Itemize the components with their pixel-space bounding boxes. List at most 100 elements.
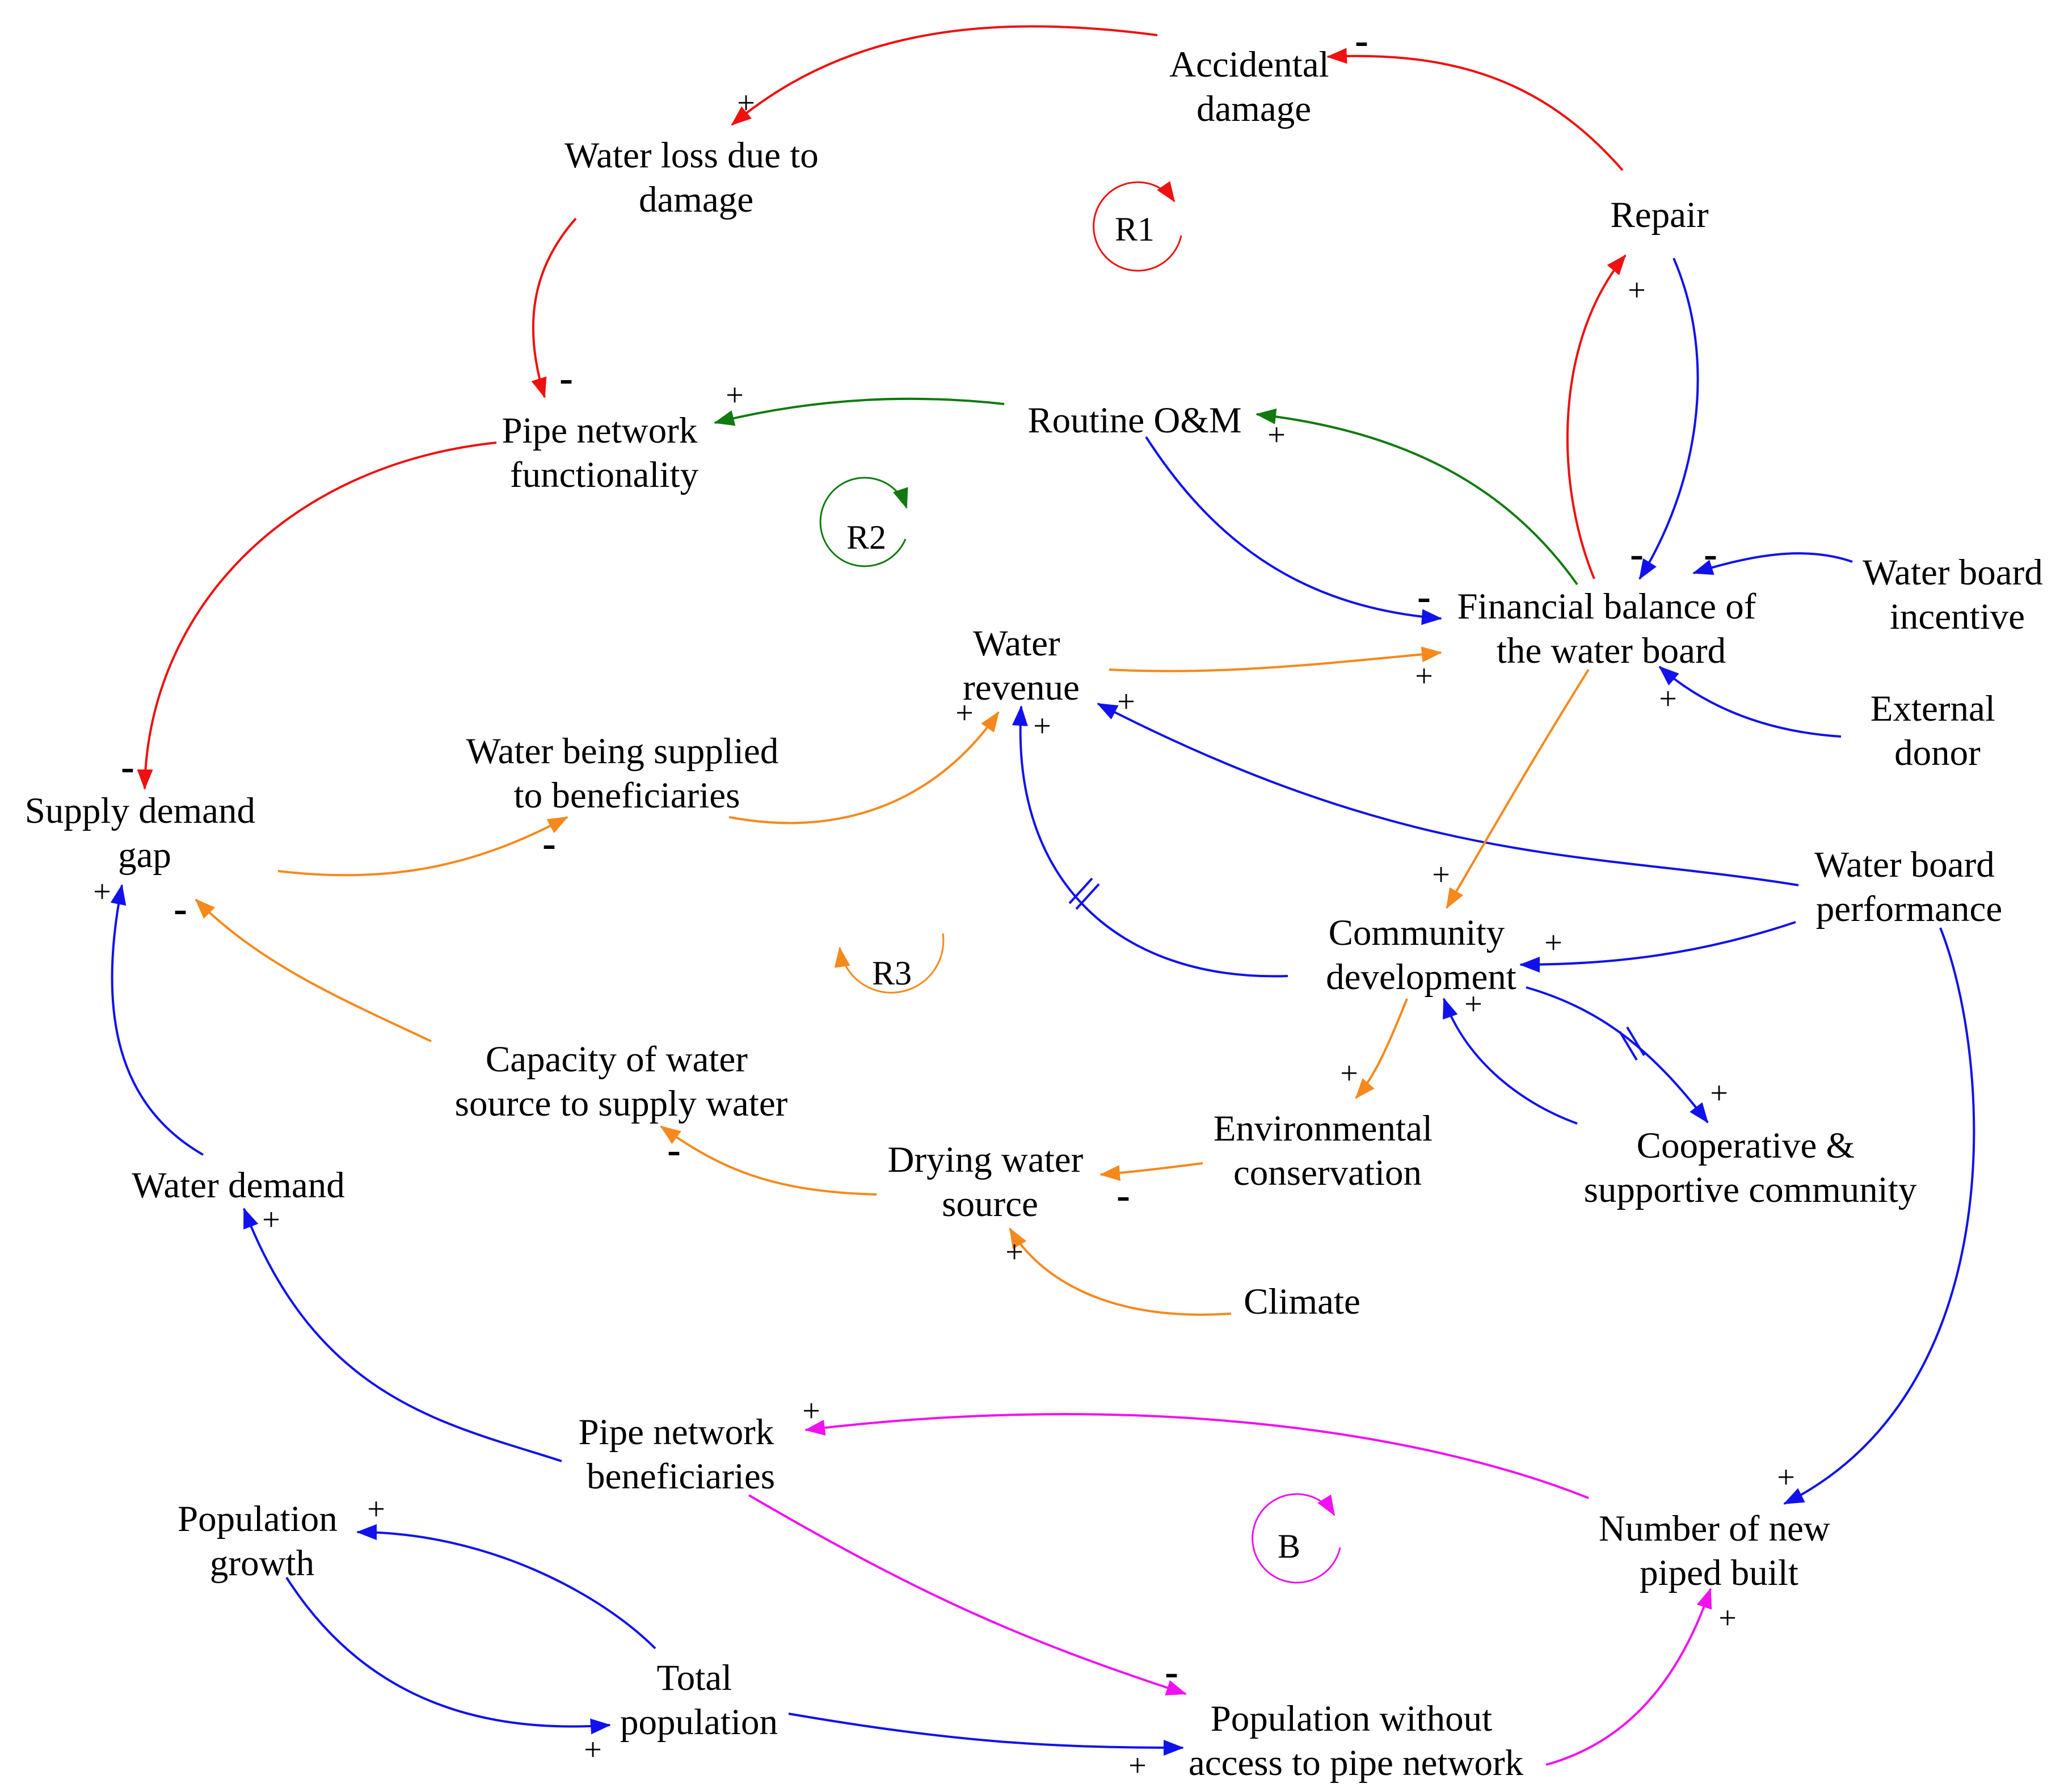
polarity-revenue-to-financial: + [1415, 659, 1433, 694]
link-routine-om-to-pipe-functionality [714, 397, 1005, 426]
link-without-access-to-new-piped [1545, 1588, 1712, 1766]
polarity-environmental-to-drying: - [1117, 1172, 1130, 1218]
polarity-beneficiaries-to-demand: + [262, 1202, 280, 1238]
polarity-total-to-without-access: + [1128, 1748, 1147, 1783]
node-water-demand: Water demand [132, 1165, 345, 1206]
node-environmental-conservation: Environmental conservation [1214, 1108, 1442, 1193]
polarity-total-to-growth: + [367, 1492, 385, 1527]
link-drying-to-capacity [660, 1125, 877, 1196]
node-water-revenue: Water revenue [963, 623, 1080, 708]
node-water-supplied: Water being supplied to beneficiaries [466, 731, 788, 816]
node-repair: Repair [1610, 195, 1709, 235]
node-cooperative-community: Cooperative & supportive community [1584, 1125, 1917, 1210]
node-population-without-access: Population without access to pipe networ… [1189, 1698, 1524, 1783]
link-financial-balance-to-repair [1566, 254, 1627, 579]
polarity-supplied-to-revenue: + [955, 696, 974, 731]
link-repair-to-accidental-damage [1326, 48, 1624, 171]
polarity-growth-to-total: + [584, 1732, 602, 1768]
link-total-pop-to-pop-growth [356, 1524, 656, 1650]
delay-mark-community-to-revenue-1 [1068, 877, 1093, 905]
link-water-loss-to-pipe-functionality [531, 217, 577, 398]
polarity-drying-to-capacity: - [667, 1127, 681, 1172]
node-community-development: Community development [1326, 912, 1516, 998]
link-financial-balance-to-community-dev [1446, 668, 1590, 909]
polarity-without-access-to-new-piped: + [1718, 1601, 1737, 1636]
link-beneficiaries-to-without-access [748, 1494, 1187, 1696]
polarity-cooperative-to-community: + [1464, 987, 1482, 1022]
link-community-dev-to-water-revenue [1012, 705, 1288, 978]
link-new-piped-to-beneficiaries [804, 1413, 1589, 1499]
polarity-community-to-environmental: + [1340, 1056, 1358, 1091]
node-total-population: Total population [620, 1658, 778, 1743]
node-water-board-performance: Water board performance [1814, 844, 2004, 929]
link-water-supplied-to-water-revenue [728, 711, 1000, 825]
polarity-financial-to-community: + [1432, 857, 1450, 893]
loop-r1-label: R1 [1115, 211, 1155, 248]
link-total-pop-to-without-access [788, 1713, 1184, 1756]
delay-mark-community-to-revenue-2 [1075, 883, 1100, 910]
loop-r3-circle [834, 933, 945, 994]
polarity-new-piped-to-beneficiaries: + [802, 1394, 820, 1429]
polarity-performance-to-new-piped: + [1777, 1460, 1795, 1495]
polarity-performance-to-revenue: + [1117, 684, 1135, 720]
node-climate: Climate [1244, 1281, 1360, 1322]
link-climate-to-drying [1009, 1227, 1232, 1316]
node-routine-om: Routine O&M [1027, 400, 1241, 441]
node-population-growth: Population growth [178, 1499, 347, 1584]
link-community-dev-to-environmental [1355, 998, 1408, 1099]
loop-b-label: B [1278, 1528, 1300, 1565]
link-incentive-to-financial-balance [1692, 552, 1853, 575]
polarity-donor-to-financial: + [1659, 682, 1677, 717]
link-gap-to-water-supplied [277, 816, 568, 877]
link-community-dev-to-cooperative [1526, 986, 1709, 1124]
loop-b-circle [1252, 1493, 1341, 1584]
link-routine-om-to-financial-balance [1145, 436, 1442, 625]
node-water-loss: Water loss due to damage [565, 135, 828, 220]
polarity-repair-to-financial: - [1630, 531, 1644, 577]
link-financial-balance-to-routine-om [1256, 408, 1578, 586]
node-pipe-functionality: Pipe network functionality [502, 410, 706, 495]
polarity-climate-to-drying: + [1005, 1235, 1023, 1270]
polarity-capacity-to-gap: - [174, 886, 187, 931]
loop-r2-circle [819, 477, 908, 567]
link-performance-to-new-piped [1783, 927, 1975, 1505]
link-water-demand-to-gap [110, 884, 204, 1156]
polarity-community-to-cooperative: + [1710, 1076, 1728, 1111]
loop-r1-circle [1093, 181, 1182, 272]
polarity-demand-to-gap: + [93, 874, 111, 910]
link-donor-to-financial-balance [1658, 666, 1842, 738]
delay-mark-community-to-cooperative-1 [1619, 1030, 1638, 1061]
node-financial-balance: Financial balance of the water board [1457, 586, 1765, 671]
link-performance-to-water-revenue [1097, 703, 1799, 886]
link-repair-to-financial-balance [1638, 258, 1699, 580]
link-accidental-damage-to-water-loss [731, 25, 1158, 126]
polarity-routine-om-to-functionality: + [726, 378, 744, 413]
delay-mark-community-to-cooperative-2 [1626, 1026, 1645, 1057]
polarity-gap-to-water-supplied: - [542, 821, 556, 866]
polarity-accidental-to-water-loss: + [737, 86, 755, 121]
node-pipe-beneficiaries: Pipe network beneficiaries [578, 1412, 783, 1497]
node-accidental-damage: Accidental damage [1169, 44, 1338, 129]
link-beneficiaries-to-water-demand [243, 1208, 562, 1462]
link-cooperative-to-community-dev [1443, 998, 1578, 1125]
polarity-functionality-to-gap: - [121, 744, 134, 789]
link-pop-growth-to-total-pop [285, 1576, 611, 1735]
link-environmental-to-drying [1099, 1162, 1203, 1181]
loop-r3-label: R3 [872, 954, 912, 992]
polarity-beneficiaries-to-without-access: - [1165, 1649, 1178, 1694]
node-new-piped-built: Number of new piped built [1599, 1508, 1839, 1593]
polarity-financial-to-repair: + [1628, 273, 1646, 308]
link-pipe-functionality-to-gap [137, 441, 497, 790]
node-drying-water-source: Drying water source [888, 1139, 1093, 1225]
polarity-community-to-revenue: + [1033, 709, 1051, 744]
polarity-repair-to-accidental: - [1355, 18, 1368, 63]
polarity-performance-to-community: + [1544, 926, 1562, 961]
polarity-water-loss-to-functionality: - [559, 355, 573, 401]
link-capacity-to-gap [195, 898, 432, 1042]
link-water-revenue-to-financial-balance [1109, 646, 1442, 672]
polarity-financial-to-routine-om: + [1267, 418, 1286, 453]
node-capacity-water-source: Capacity of water source to supply water [455, 1039, 788, 1124]
node-external-donor: External donor [1871, 688, 2004, 773]
polarity-routine-om-to-financial: - [1417, 574, 1431, 619]
